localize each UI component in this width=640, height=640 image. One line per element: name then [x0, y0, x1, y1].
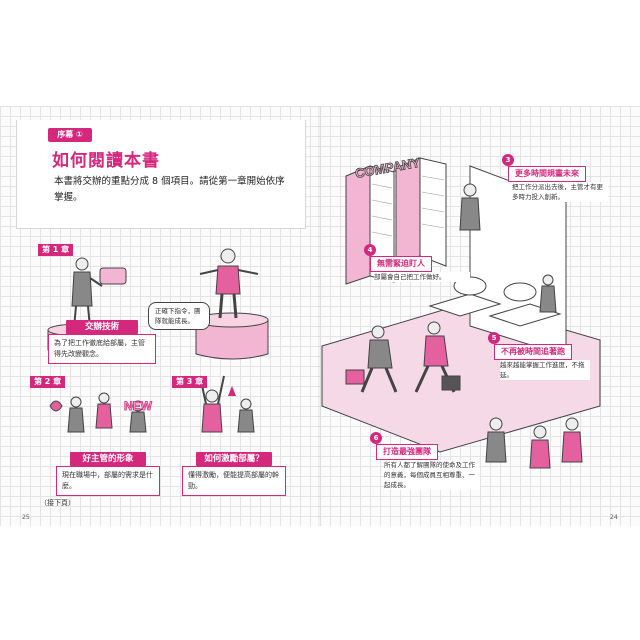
scene-ch3: [199, 375, 255, 433]
speech-bubble-ch1: [99, 267, 127, 285]
item-5-label: 不再被時間追著跑: [494, 344, 572, 360]
item-3-text: 把工作分派出去後，主管才有更多時力投入創新。: [512, 182, 608, 202]
item-3-number: 3: [502, 154, 514, 166]
platform-ch1-right: [195, 312, 269, 360]
book-spread: 序幕 ① 如何閱讀本書 本書將交辦的重點分成 8 個項目。請從第一章開始依序掌握…: [0, 106, 640, 526]
chapter-2-label: 好主管的形象: [70, 452, 146, 466]
item-4-label: 無需緊迫盯人: [370, 256, 432, 272]
item-4-number: 4: [364, 244, 376, 256]
company-building: [345, 157, 447, 285]
chapter-2-tag: 第 2 章: [30, 376, 66, 388]
employee-figure-ch1: [199, 248, 259, 319]
chapter-2-text: 現在職場中，部屬的需求是什麼。: [56, 466, 160, 496]
chapter-1-tag: 第 1 章: [38, 244, 74, 256]
item-5-text: 越來越能掌握工作進度，不拖延。: [500, 360, 590, 380]
item-6-number: 6: [370, 432, 382, 444]
new-sign: NEW: [124, 399, 153, 413]
intro-text: 本書將交辦的重點分成 8 個項目。請從第一章開始依序掌握。: [54, 176, 285, 203]
scene-ch2: [49, 392, 147, 433]
walking-figures: [345, 321, 461, 393]
team-figures: [485, 417, 583, 469]
page-number-left: 25: [22, 514, 30, 521]
continued-note: （接下頁）: [40, 499, 75, 507]
item-6-label: 打造最強團隊: [376, 444, 438, 460]
chapter-tag: 序幕 ①: [48, 128, 92, 142]
page-title: 如何閱讀本書: [52, 151, 160, 171]
chapter-3-tag: 第 3 章: [172, 376, 208, 388]
chapter-1-label: 交辦技術: [66, 320, 138, 334]
speech-bubble-ch1-right: 正確下指令，團隊就能成長。: [148, 302, 210, 330]
chapter-3-label: 如何激勵部屬？: [196, 452, 272, 466]
standing-figure: [539, 274, 557, 313]
item-5-number: 5: [488, 332, 500, 344]
chapter-3-text: 懂得激勵，便能提高部屬的幹勁。: [182, 466, 286, 496]
item-3-label: 更多時間規畫未來: [508, 166, 586, 182]
chapter-1-text: 為了把工作徹底給部屬，主管得先改變觀念。: [48, 334, 156, 364]
manager-figure-ch1: [71, 257, 103, 329]
book-gutter: [318, 106, 322, 526]
item-4-text: 部屬會自己把工作做好。: [374, 272, 470, 282]
page-number-right: 24: [610, 514, 618, 521]
item-6-text: 所有人都了解團隊的使命及工作的意義，每個成員互相尊重、一起成長。: [384, 460, 480, 490]
manager-phone-figure: [459, 183, 481, 231]
